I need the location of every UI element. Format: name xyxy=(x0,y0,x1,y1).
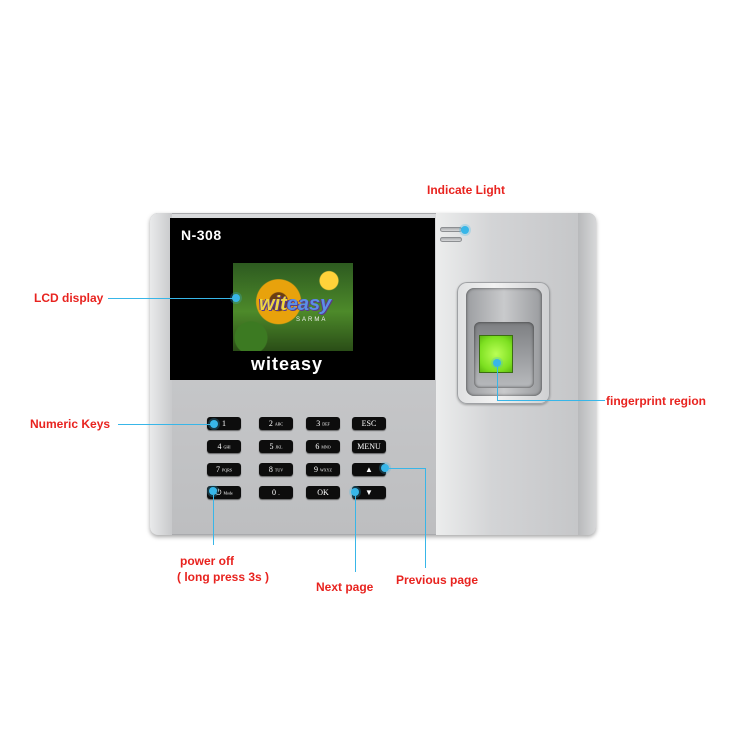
key-label: 4 xyxy=(217,442,222,451)
key-up-button[interactable]: ▲ xyxy=(352,463,386,476)
key-5-button[interactable]: 5 JKL xyxy=(259,440,293,453)
fingerprint-leader-vertical xyxy=(497,363,498,400)
model-number: N-308 xyxy=(181,227,222,243)
label-next-page: Next page xyxy=(316,580,374,594)
photo-logo-part-a: wit xyxy=(259,293,287,315)
key-label: 0 xyxy=(272,488,276,497)
key-sublabel: TUV xyxy=(274,467,284,473)
key-label: 8 xyxy=(268,465,273,474)
power-icon: ⏻ xyxy=(215,488,222,497)
fingerprint-sensor[interactable] xyxy=(479,335,513,373)
key-sublabel: _ xyxy=(278,490,280,496)
key-sublabel: PQRS xyxy=(221,467,232,473)
label-lcd-display: LCD display xyxy=(34,291,104,305)
key-3-button[interactable]: 3 DEF xyxy=(306,417,340,430)
key-sublabel: Mode xyxy=(223,490,233,496)
label-power-off: power off xyxy=(180,554,234,568)
indicate-light-dot xyxy=(461,226,469,234)
key-menu-button[interactable]: MENU xyxy=(352,440,386,453)
power-leader-line xyxy=(213,495,214,545)
key-6-button[interactable]: 6 MNO xyxy=(306,440,340,453)
fingerprint-leader-horizontal xyxy=(497,400,605,401)
key-down-button[interactable]: ▼ xyxy=(352,486,386,499)
key-4-button[interactable]: 4 GHI xyxy=(207,440,241,453)
device-right-bevel xyxy=(578,213,596,535)
lcd-leader-line xyxy=(108,298,235,299)
key-label: ESC xyxy=(361,419,377,428)
previous-page-dot xyxy=(381,464,389,472)
key-0-button[interactable]: 0 _ xyxy=(259,486,293,499)
key-sublabel: GHI xyxy=(223,444,231,450)
photo-logo-part-b: easy xyxy=(286,293,332,315)
key-ok-button[interactable]: OK xyxy=(306,486,340,499)
numeric-keys-dot xyxy=(210,420,218,428)
key-label: 9 xyxy=(314,465,318,474)
indicator-light-bottom xyxy=(440,237,462,242)
photo-logo-subtext: SARMA xyxy=(296,317,328,323)
lcd-dot xyxy=(232,294,240,302)
label-indicate-light: Indicate Light xyxy=(427,183,505,197)
key-label: 1 xyxy=(222,419,226,428)
label-fingerprint-region: fingerprint region xyxy=(606,394,706,408)
label-power-off-note: ( long press 3s ) xyxy=(177,570,270,584)
key-label: 3 xyxy=(316,419,321,428)
key-sublabel: MNO xyxy=(321,444,331,450)
next-page-leader-line xyxy=(355,496,356,572)
key-label: 7 xyxy=(215,465,220,474)
up-arrow-icon: ▲ xyxy=(365,465,373,474)
label-previous-page: Previous page xyxy=(396,573,479,587)
fingerprint-dot xyxy=(493,359,501,367)
key-sublabel: JKL xyxy=(275,444,283,450)
key-sublabel: ABC xyxy=(274,421,284,427)
key-esc-button[interactable]: ESC xyxy=(352,417,386,430)
photo-logo: witeasy xyxy=(259,293,331,316)
power-key-dot xyxy=(209,487,217,495)
key-label: 5 xyxy=(269,442,274,451)
key-7-button[interactable]: 7 PQRS xyxy=(207,463,241,476)
previous-page-leader-vertical xyxy=(425,468,426,568)
label-numeric-keys: Numeric Keys xyxy=(30,417,111,431)
key-8-button[interactable]: 8 TUV xyxy=(259,463,293,476)
indicator-light-top xyxy=(440,227,462,232)
previous-page-leader-horizontal xyxy=(389,468,425,469)
key-label: 6 xyxy=(315,442,320,451)
device-left-edge xyxy=(150,213,172,535)
key-sublabel: DEF xyxy=(322,421,330,427)
key-label: 2 xyxy=(268,419,273,428)
key-label: MENU xyxy=(357,442,381,451)
key-2-button[interactable]: 2 ABC xyxy=(259,417,293,430)
key-sublabel: WXYZ xyxy=(320,467,332,473)
numeric-keys-leader-line xyxy=(118,424,214,425)
next-page-dot xyxy=(351,488,359,496)
key-9-button[interactable]: 9 WXYZ xyxy=(306,463,340,476)
screen-brand: witeasy xyxy=(251,354,324,374)
key-label: OK xyxy=(317,488,329,497)
down-arrow-icon: ▼ xyxy=(365,488,373,497)
sunflower-photo xyxy=(233,263,353,351)
